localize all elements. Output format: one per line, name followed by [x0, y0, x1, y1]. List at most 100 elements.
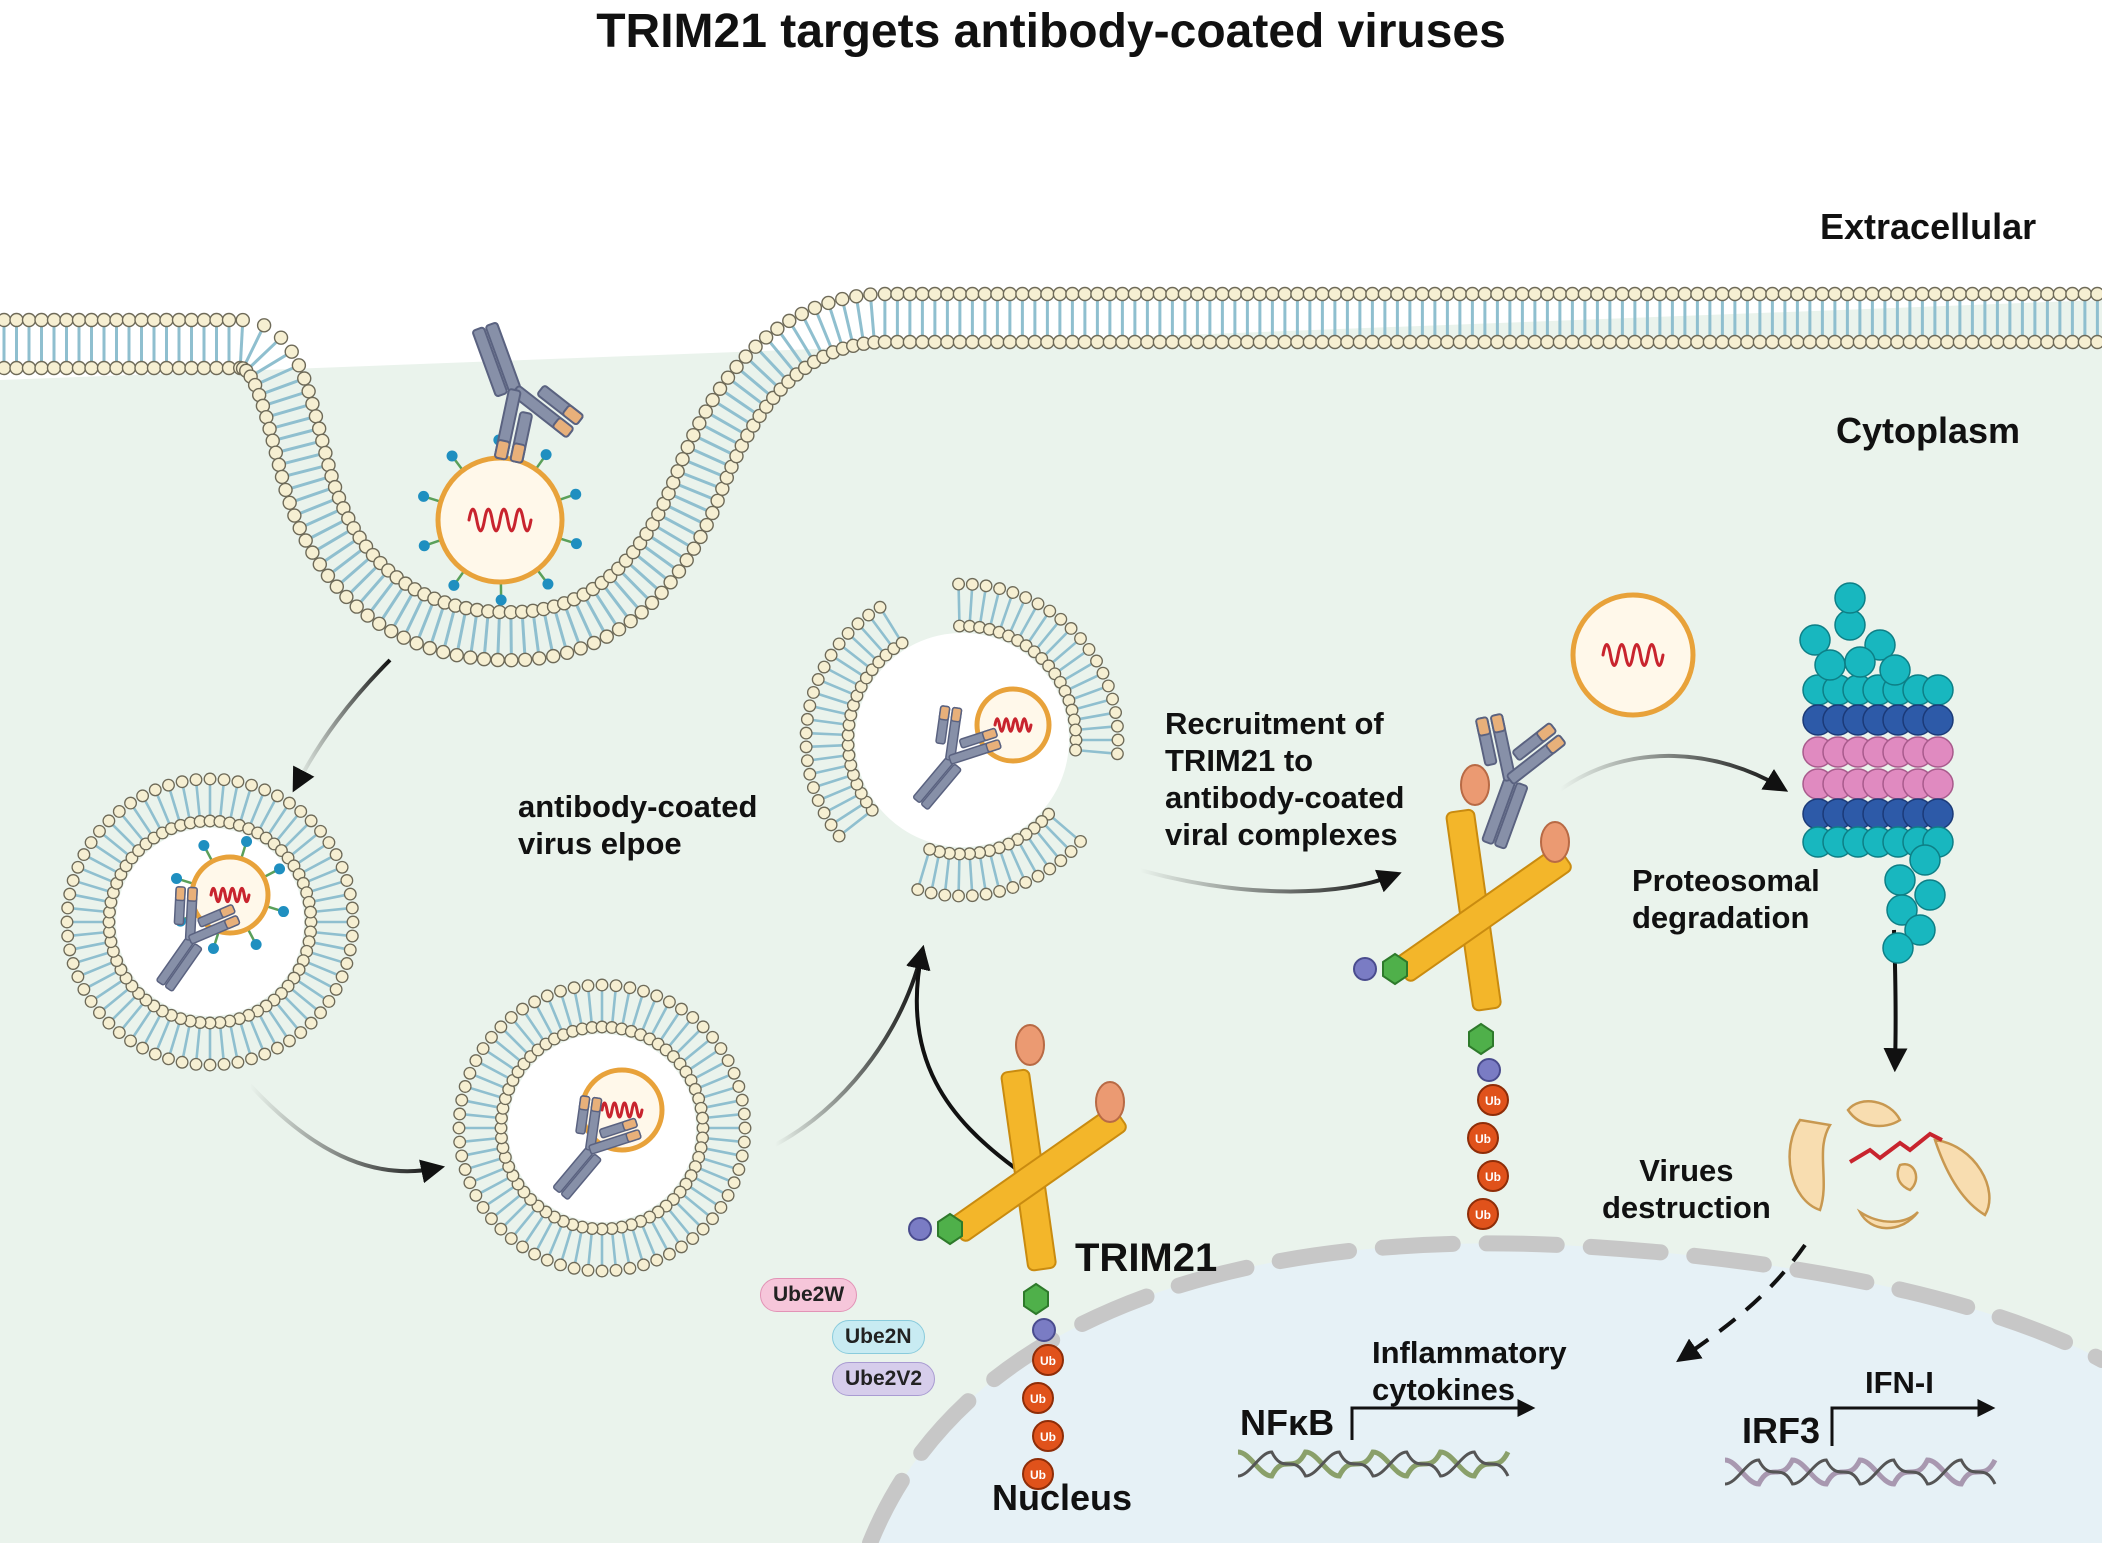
lipid-head — [676, 453, 689, 466]
lipid-head — [2066, 336, 2079, 349]
lipid-head — [1178, 288, 1191, 301]
lipid-head — [924, 844, 936, 856]
lipid-head — [693, 417, 706, 430]
proteasome-cap-subunit — [1835, 610, 1865, 640]
trim21-bbox — [1469, 1024, 1493, 1054]
lipid-head — [651, 1254, 663, 1266]
proteasome-subunit — [1923, 705, 1953, 735]
lipid-head — [347, 930, 359, 942]
lipid-head — [941, 336, 954, 349]
lipid-head — [423, 642, 436, 655]
lipid-head — [561, 646, 574, 659]
lipid-head — [486, 1213, 498, 1225]
lipid-head — [148, 362, 161, 375]
lipid-head — [464, 1067, 476, 1079]
lipid-head — [1391, 288, 1404, 301]
viral-spike-tip — [571, 538, 582, 549]
lipid-head — [687, 1233, 699, 1245]
lipid-head — [232, 776, 244, 788]
lipid-head — [1328, 288, 1341, 301]
lipid-head — [891, 336, 904, 349]
lipid-head — [687, 1012, 699, 1024]
lipid-head — [1003, 336, 1016, 349]
lipid-head — [0, 362, 11, 375]
lipid-head — [315, 1007, 327, 1019]
lipid-head — [1216, 288, 1229, 301]
lipid-head — [681, 441, 694, 454]
lipid-head — [1616, 336, 1629, 349]
lipid-head — [2053, 336, 2066, 349]
lipid-head — [596, 1265, 608, 1277]
lipid-head — [1216, 336, 1229, 349]
lipid-head — [1666, 336, 1679, 349]
lipid-head — [450, 649, 463, 662]
proteasome-cap-subunit — [1845, 647, 1875, 677]
lipid-head — [373, 617, 386, 630]
viral-spike-tip — [241, 836, 252, 847]
lipid-head — [1666, 288, 1679, 301]
lipid-head — [295, 806, 307, 818]
lipid-head — [491, 654, 504, 667]
lipid-head — [103, 1017, 115, 1029]
proteasome-subunit — [1923, 769, 1953, 799]
lipid-head — [1966, 336, 1979, 349]
lipid-head — [1091, 288, 1104, 301]
lipid-head — [1803, 288, 1816, 301]
proteasome-subunit — [1923, 799, 1953, 829]
lipid-head — [699, 405, 712, 418]
lipid-head — [1853, 288, 1866, 301]
lipid-head — [1441, 336, 1454, 349]
lipid-head — [697, 1223, 709, 1235]
lipid-head — [456, 1150, 468, 1162]
lipid-head — [721, 371, 734, 384]
lipid-head — [818, 661, 830, 673]
lipid-head — [1953, 336, 1966, 349]
lipid-head — [1341, 336, 1354, 349]
lipid-head — [925, 887, 937, 899]
lipid-head — [739, 1136, 751, 1148]
inflammatory-cytokines-label: Inflammatory cytokines — [1372, 1334, 1567, 1408]
lipid-head — [1966, 288, 1979, 301]
lipid-head — [1178, 336, 1191, 349]
lipid-head — [808, 687, 820, 699]
lipid-head — [994, 886, 1006, 898]
lipid-head — [1616, 288, 1629, 301]
lipid-head — [953, 578, 965, 590]
lipid-head — [582, 980, 594, 992]
lipid-head — [610, 1265, 622, 1277]
lipid-head — [941, 288, 954, 301]
lipid-head — [1066, 288, 1079, 301]
lipid-head — [1791, 288, 1804, 301]
lipid-head — [313, 558, 326, 571]
lipid-head — [624, 1262, 636, 1274]
lipid-head — [676, 1241, 688, 1253]
lipid-head — [1766, 336, 1779, 349]
lipid-head — [163, 1053, 175, 1065]
lipid-head — [1991, 336, 2004, 349]
lipid-head — [48, 362, 61, 375]
lipid-tail — [498, 618, 499, 654]
antibody-tip — [176, 887, 186, 901]
ubiquitin-label: Ub — [1030, 1392, 1046, 1406]
lipid-head — [836, 293, 849, 306]
proteasome-subunit — [1923, 675, 1953, 705]
lipid-head — [1353, 336, 1366, 349]
lipid-head — [1032, 598, 1044, 610]
cytoplasm-label: Cytoplasm — [1836, 410, 2020, 452]
lipid-head — [1044, 605, 1056, 617]
ube2n-badge: Ube2N — [832, 1320, 925, 1354]
lipid-head — [715, 1043, 727, 1055]
lipid-head — [1553, 336, 1566, 349]
lipid-head — [966, 288, 979, 301]
lipid-head — [259, 1048, 271, 1060]
lipid-head — [697, 1112, 709, 1124]
lipid-head — [259, 784, 271, 796]
lipid-head — [953, 890, 965, 902]
lipid-head — [477, 1202, 489, 1214]
virus-destruction-label: Virues destruction — [1602, 1152, 1771, 1226]
lipid-head — [1110, 707, 1122, 719]
lipid-head — [173, 362, 186, 375]
lipid-head — [529, 996, 541, 1008]
lipid-head — [350, 600, 363, 613]
